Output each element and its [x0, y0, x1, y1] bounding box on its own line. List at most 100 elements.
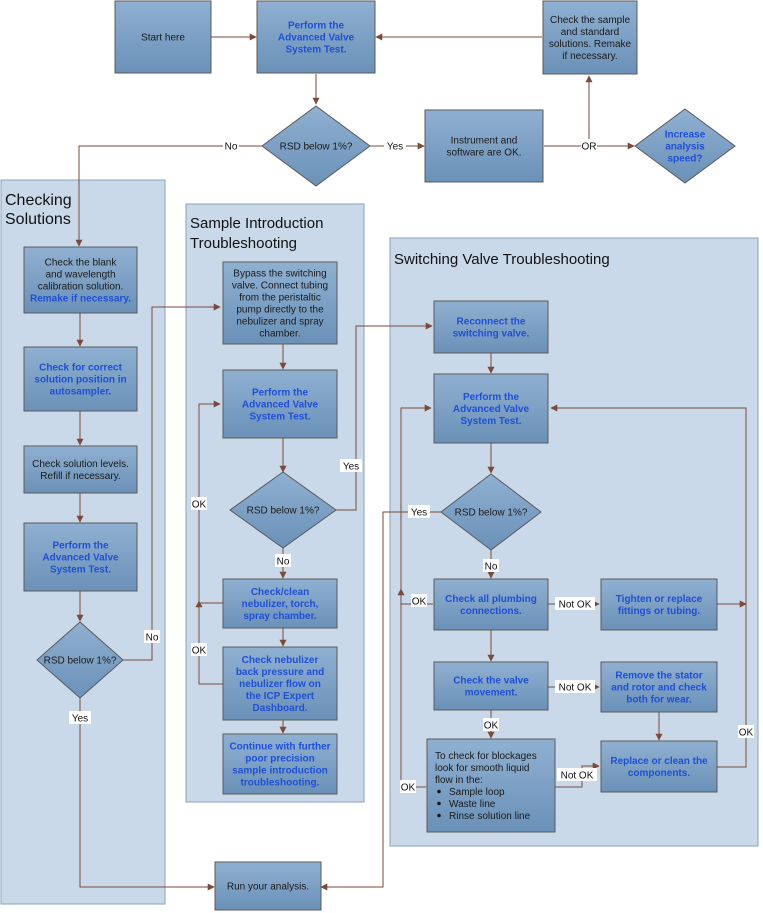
rsd-decision-checking[interactable]: RSD below 1%? [36, 621, 124, 699]
label-no-switching: No [483, 559, 499, 573]
run-analysis-node-shape [214, 861, 322, 911]
arrow-si-ok-2 [195, 600, 223, 685]
perform-test-sample-text: Perform the [252, 388, 309, 399]
label-ok-switching-1: OK [411, 594, 427, 608]
label-no-sample: No [275, 554, 291, 568]
label-ok-switching-1-text: OK [412, 597, 427, 608]
continue-node-text: poor precision [245, 754, 314, 765]
perform-test-top-text: Perform the [288, 21, 345, 32]
label-ok-switching-2-bg [483, 718, 499, 731]
label-no-checking-text: No [146, 633, 159, 644]
lane-title-sample-line: Sample Introduction [190, 215, 323, 232]
perform-test-switching-text: Perform the [463, 392, 520, 403]
check-levels-node-text: Refill if necessary. [40, 471, 120, 482]
run-analysis-node-text: Run your analysis. [227, 882, 309, 893]
check-blank-node-text: Remake if necessary. [30, 294, 131, 305]
rsd-decision-top-shape [261, 105, 371, 187]
bypass-node-text: pump directly to the [236, 305, 324, 316]
remove-stator-node-shape [600, 661, 718, 713]
perform-test-checking-text: Advanced Valve [42, 553, 119, 564]
continue-node-text: sample introduction [232, 766, 328, 777]
check-levels-node-text: Check solution levels. [32, 459, 129, 470]
rsd-decision-sample-text: RSD below 1%? [247, 506, 320, 517]
check-valve-node-text: movement. [465, 688, 518, 699]
lane-title-checking-line: Solutions [5, 211, 71, 228]
label-notok-3: Not OK [557, 768, 597, 782]
label-notok-1-text: Not OK [559, 600, 592, 611]
bypass-node-text: nebulizer and spray [236, 317, 323, 328]
bypass-node-shape [222, 261, 338, 345]
label-or-text: OR [582, 142, 597, 153]
arrow-cs-no-bypass [122, 303, 221, 661]
perform-test-top-shape [256, 0, 376, 74]
rsd-decision-switching[interactable]: RSD below 1%? [440, 473, 542, 551]
label-no-checking-bg [144, 630, 160, 643]
rsd-decision-switching-text: RSD below 1%? [455, 508, 528, 519]
perform-test-switching-text: Advanced Valve [453, 404, 530, 415]
lane-title-sample-line: Troubleshooting [190, 235, 297, 252]
rsd-decision-sample-shape [229, 471, 337, 549]
blockage-node-text: Sample loop [449, 787, 505, 798]
bypass-node-text: valve. Connect tubing [232, 281, 328, 292]
label-yes-top-text: Yes [387, 142, 403, 153]
rsd-decision-top[interactable]: RSD below 1%? [261, 105, 371, 187]
bypass-node-text: Bypass the switching [233, 269, 326, 280]
label-ok-switching-3-bg [400, 780, 416, 793]
start-node[interactable]: Start here [114, 0, 212, 74]
rsd-decision-sample[interactable]: RSD below 1%? [229, 471, 337, 549]
label-no-sample-text: No [277, 557, 290, 568]
check-nebulizer-node-shape [222, 646, 338, 721]
label-ok-switching-4: OK [738, 725, 754, 739]
lane-title-sample: Sample Introduction Troubleshooting [190, 215, 328, 252]
check-sample-node-text: if necessary. [562, 51, 617, 62]
check-nebulizer-node-text: back pressure and [236, 667, 324, 678]
label-notok-2: Not OK [555, 680, 595, 694]
perform-test-switching-text: System Test. [461, 416, 522, 427]
label-ok-switching-2: OK [483, 718, 499, 732]
lane-title-checking-line: Checking [5, 192, 72, 209]
check-clean-node-text: nebulizer, torch, [242, 599, 319, 610]
bullet-icon [437, 801, 441, 806]
replace-clean-node-shape [600, 740, 718, 793]
label-no-sample-bg [275, 554, 291, 567]
continue-node-shape [222, 733, 338, 795]
lane-title-checking: Checking Solutions [5, 192, 76, 228]
instrument-ok-node-text: Instrument and [451, 136, 518, 147]
run-analysis-node[interactable]: Run your analysis. [214, 861, 322, 911]
increase-speed-decision-text: Increase [665, 130, 706, 141]
check-clean-node-text: Check/clean [251, 587, 309, 598]
perform-test-top-text: System Test. [286, 45, 347, 56]
label-notok-2-text: Not OK [559, 683, 592, 694]
label-ok-switching-1-bg [411, 594, 427, 607]
check-nebulizer-node-text: the ICP Expert [246, 691, 315, 702]
check-position-node-text: autosampler. [50, 387, 112, 398]
label-notok-3-bg [557, 768, 597, 781]
check-sample-node-text: and standard [561, 27, 619, 38]
check-blank-node-text: and wavelength [45, 270, 115, 281]
check-clean-node-shape [222, 578, 338, 629]
reconnect-node-text: Reconnect the [457, 317, 526, 328]
blockage-node-text: flow in the: [435, 775, 483, 786]
check-levels-node[interactable]: Check solution levels.Refill if necessar… [23, 445, 138, 494]
